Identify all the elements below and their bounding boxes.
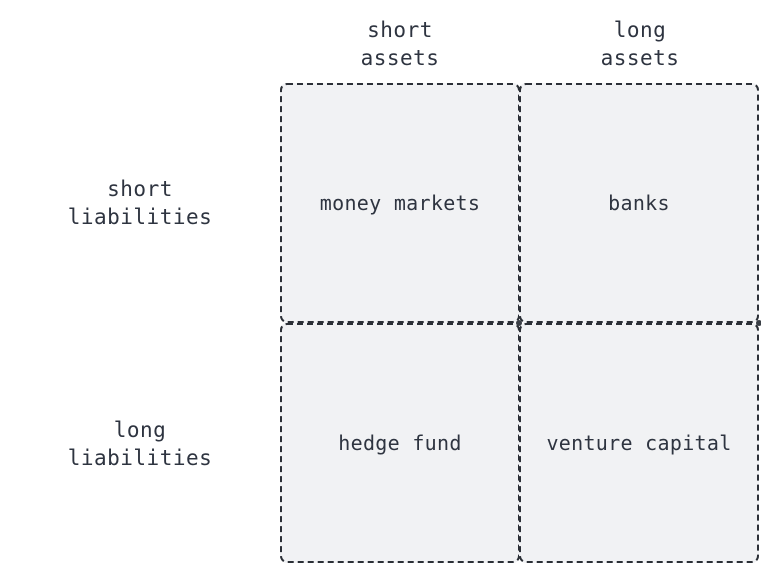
row-header-short-liabilities: short liabilities [67,177,213,229]
row-header-long-liabilities: long liabilities [67,418,213,470]
cell-label: money markets [319,191,481,215]
column-header-long-assets: long assets [600,18,680,70]
cell-banks: banks [519,83,759,323]
cell-money-markets: money markets [280,83,520,323]
cell-label: banks [608,191,670,215]
column-header-short-assets: short assets [360,18,440,70]
cell-venture-capital: venture capital [519,323,759,563]
grid-junction-dot [756,320,761,326]
cell-label: hedge fund [338,431,462,455]
grid-junction-dot [516,320,522,326]
cell-hedge-fund: hedge fund [280,323,520,563]
cell-label: venture capital [546,431,732,455]
